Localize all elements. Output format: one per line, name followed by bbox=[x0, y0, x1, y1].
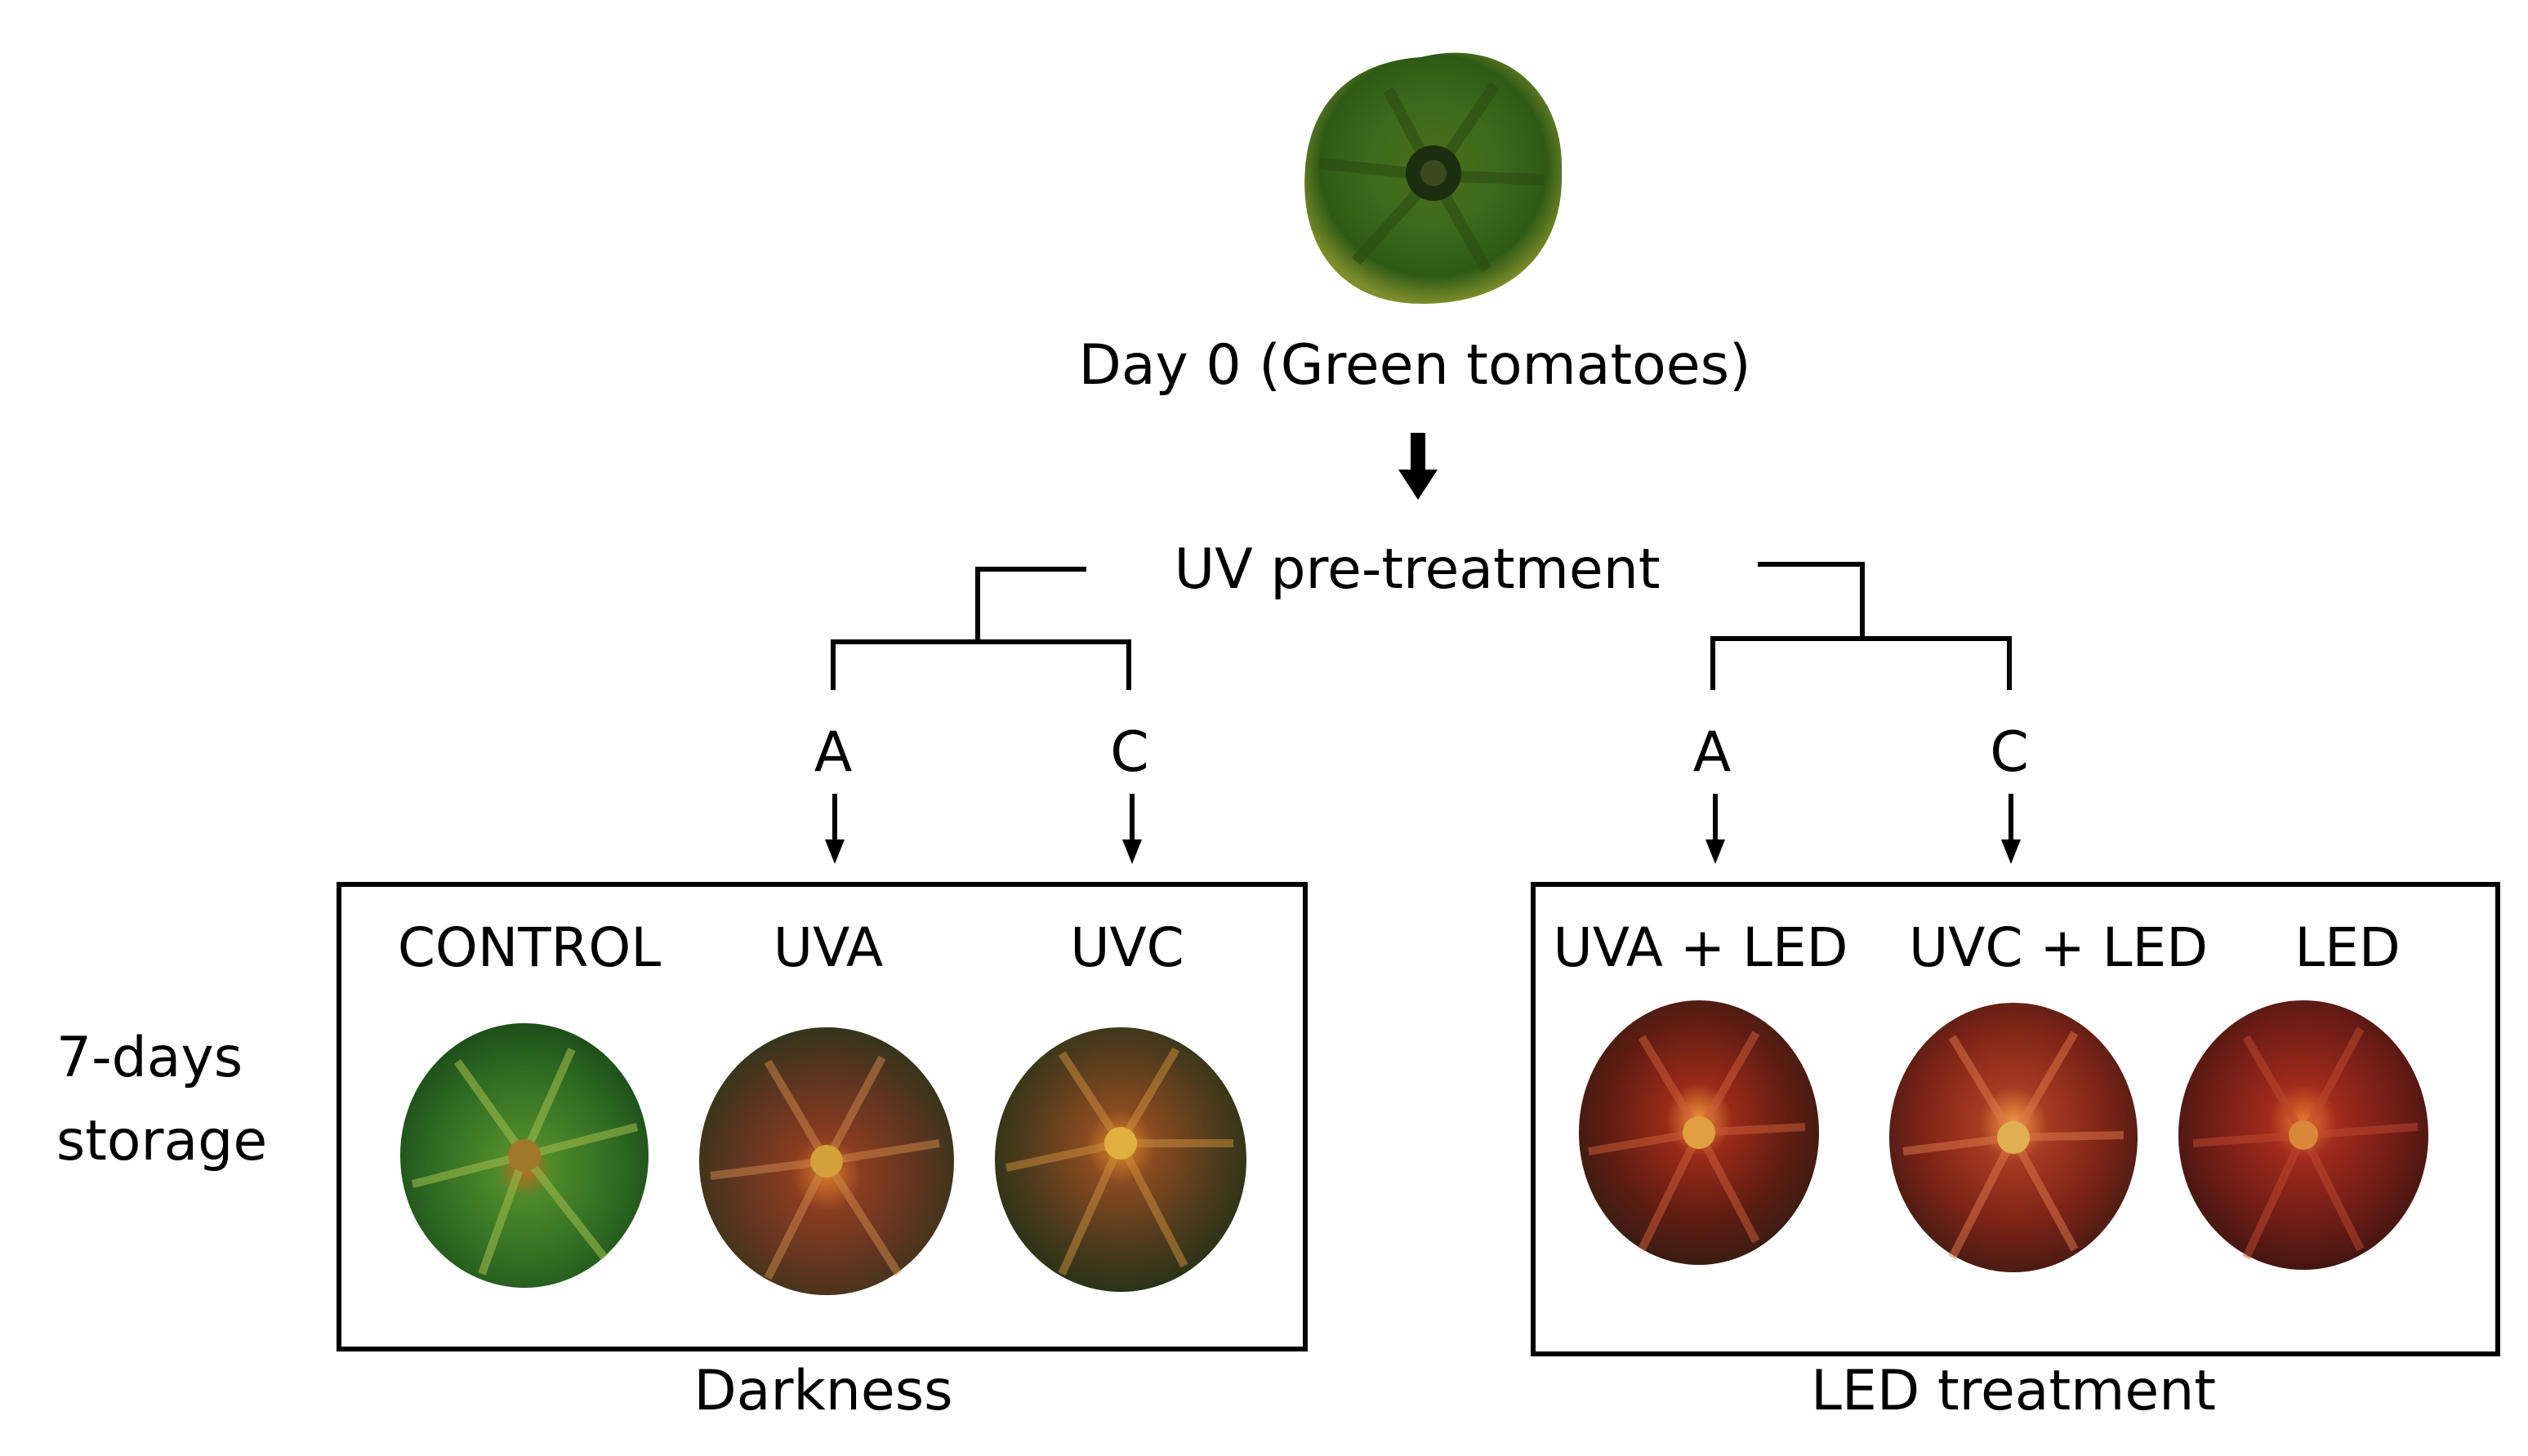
storage-label-line1: 7-days bbox=[56, 1026, 243, 1090]
arrow-a-left-icon bbox=[825, 794, 845, 864]
arrow-c-right-icon bbox=[2001, 794, 2021, 864]
sample-label-uvc: UVC bbox=[1070, 916, 1184, 979]
tomato-uvc-image bbox=[995, 1027, 1246, 1292]
caption-led-treatment: LED treatment bbox=[1811, 1359, 2216, 1423]
sample-label-uva-led: UVA + LED bbox=[1554, 916, 1848, 979]
tomato-control-image bbox=[400, 1023, 649, 1288]
green-tomato-image bbox=[1304, 52, 1563, 305]
led-treatment-box bbox=[1531, 882, 2500, 1356]
storage-label-line2: storage bbox=[56, 1109, 267, 1173]
tomato-led-image bbox=[2178, 1000, 2428, 1270]
sample-label-uva: UVA bbox=[774, 916, 883, 979]
down-arrow-icon bbox=[1398, 433, 1438, 500]
right-branch-connector bbox=[1710, 562, 2012, 690]
branch-label-a-right: A bbox=[1693, 720, 1732, 785]
day0-label: Day 0 (Green tomatoes) bbox=[1078, 333, 1750, 398]
tomato-uvc-led-image bbox=[1889, 1003, 2138, 1272]
sample-label-uvc-led: UVC + LED bbox=[1909, 916, 2208, 979]
caption-darkness: Darkness bbox=[693, 1359, 952, 1423]
sample-label-control: CONTROL bbox=[398, 916, 662, 979]
left-branch-connector bbox=[831, 567, 1131, 690]
tomato-uva-led-image bbox=[1579, 1000, 1819, 1265]
arrow-a-right-icon bbox=[1705, 794, 1725, 864]
tomato-uva-image bbox=[699, 1027, 954, 1295]
branch-label-c-right: C bbox=[1990, 720, 2028, 785]
sample-label-led: LED bbox=[2294, 916, 2400, 979]
arrow-c-left-icon bbox=[1122, 794, 1142, 864]
uv-pretreatment-label: UV pre-treatment bbox=[1174, 537, 1660, 602]
branch-label-a-left: A bbox=[814, 720, 853, 785]
darkness-box bbox=[337, 882, 1308, 1351]
branch-label-c-left: C bbox=[1110, 720, 1148, 785]
